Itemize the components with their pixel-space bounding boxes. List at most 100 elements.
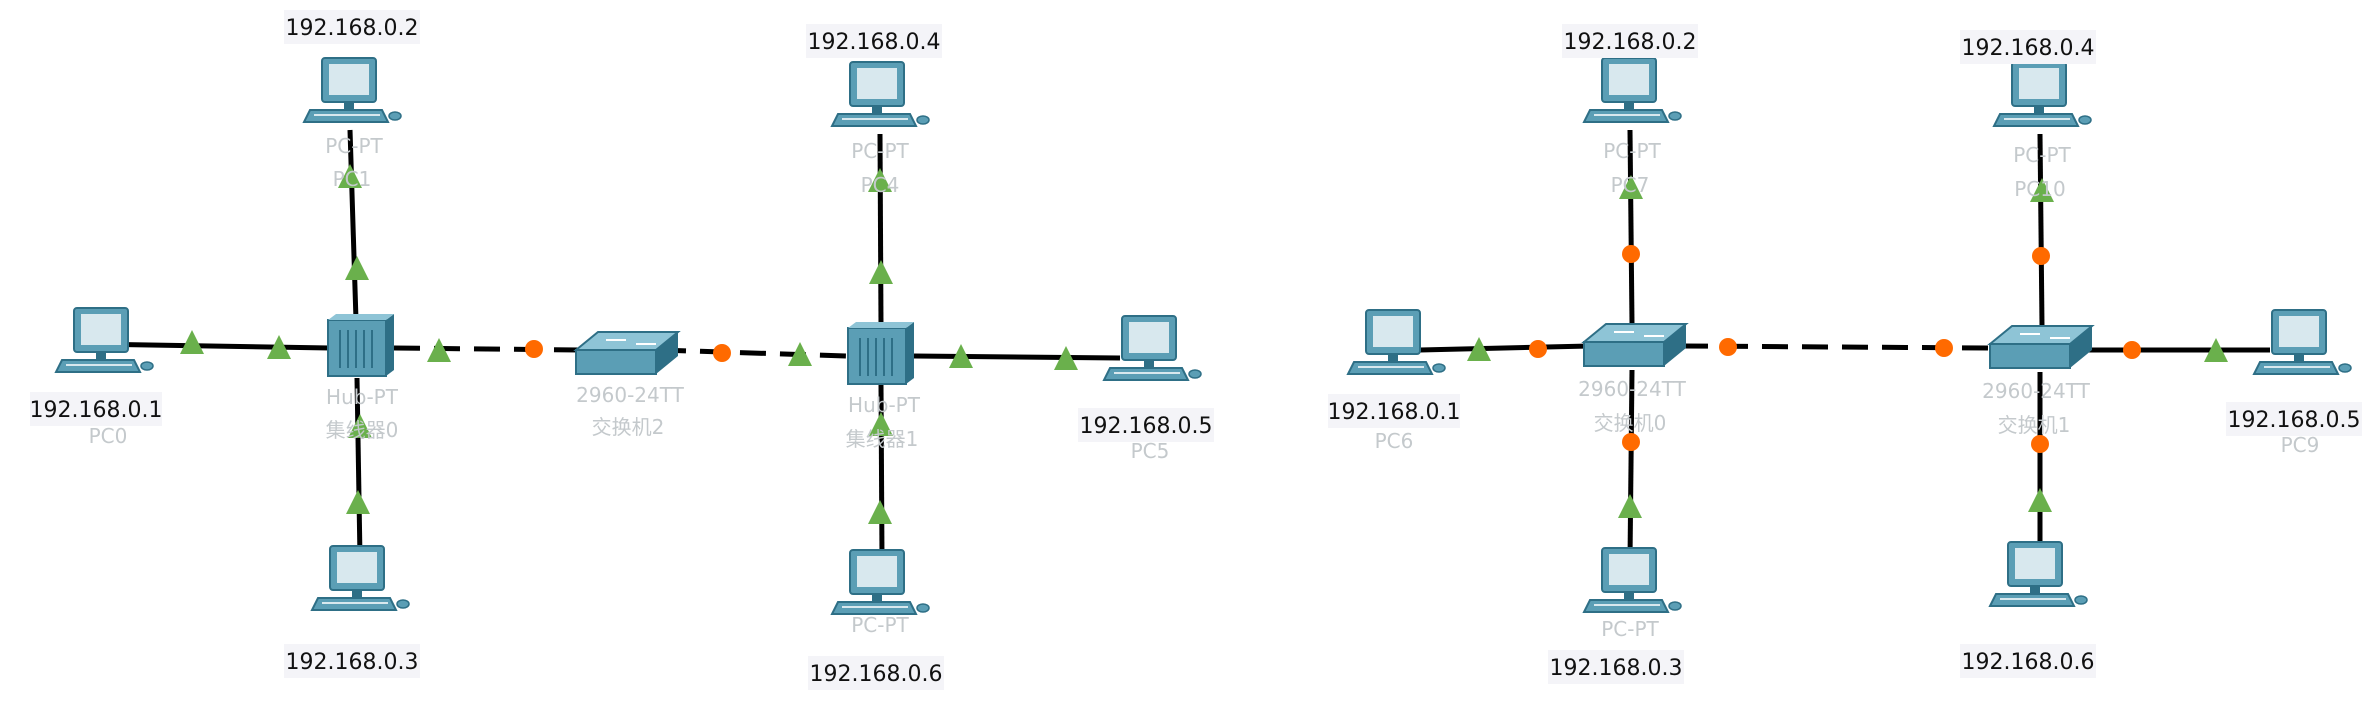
- link-up-indicator: [180, 330, 204, 354]
- right-links: [1419, 129, 2270, 561]
- device-name: PC10: [2014, 177, 2065, 201]
- pc-icon: [55, 307, 154, 373]
- ip-label: 192.168.0.6: [1962, 650, 2095, 675]
- device-name: PC6: [1375, 429, 1414, 453]
- device-model: PC-PT: [851, 139, 909, 163]
- device-model: 2960-24TT: [576, 383, 684, 407]
- link-pc7-switch0: [1627, 129, 1635, 325]
- link-up-indicator: [868, 168, 892, 192]
- pc-device[interactable]: 192.168.0.6 PC-PT: [808, 549, 944, 690]
- device-name: PC9: [2281, 433, 2320, 457]
- link-up-indicator: [345, 256, 369, 280]
- link-pending-indicator: [1935, 339, 1953, 357]
- ip-label: 192.168.0.3: [286, 650, 419, 675]
- pc-device[interactable]: 192.168.0.4 PC-PT PC10: [1960, 30, 2096, 201]
- link-up-indicator: [868, 500, 892, 524]
- link-up-indicator: [427, 338, 451, 362]
- device-model: PC-PT: [2013, 143, 2071, 167]
- pc-icon: [1989, 541, 2088, 607]
- device-model: Hub-PT: [326, 385, 399, 409]
- device-name: PC1: [333, 167, 372, 191]
- pc-icon: [1583, 547, 1682, 613]
- link-up-indicator: [869, 260, 893, 284]
- pc-device[interactable]: 192.168.0.5 PC5: [1078, 315, 1214, 463]
- link-pc1-hub0: [347, 129, 359, 321]
- link-up-indicator: [1618, 494, 1642, 518]
- ip-label: 192.168.0.5: [2228, 408, 2361, 433]
- switch-icon: [1989, 325, 2093, 369]
- device-model: PC-PT: [1601, 617, 1659, 641]
- ip-label: 192.168.0.4: [808, 30, 941, 55]
- link-up-indicator: [869, 412, 893, 436]
- link-up-indicator: [1619, 175, 1643, 199]
- link-up-indicator: [338, 164, 362, 188]
- link-up-indicator: [2028, 488, 2052, 512]
- pc-device[interactable]: 192.168.0.2 PC-PT PC7: [1562, 24, 1698, 197]
- link-pending-indicator: [713, 344, 731, 362]
- ip-label: 192.168.0.4: [1962, 36, 2095, 61]
- hub-icon: [327, 313, 395, 377]
- left-links: [89, 129, 1121, 561]
- link-pending-indicator: [1719, 338, 1737, 356]
- link-pc6-switch0: [1419, 343, 1591, 353]
- pc-device[interactable]: PC-PT 192.168.0.3: [1548, 547, 1684, 684]
- pc-device[interactable]: 192.168.0.2 PC-PT PC1: [284, 10, 420, 191]
- ip-label: 192.168.0.5: [1080, 414, 1213, 439]
- pc-device[interactable]: 192.168.0.6: [1960, 541, 2096, 678]
- device-name: PC4: [861, 173, 900, 197]
- switch-icon: [1583, 323, 1687, 367]
- pc-icon: [2253, 309, 2352, 375]
- link-hub0-pc3: [354, 377, 363, 559]
- link-up-indicator: [949, 344, 973, 368]
- link-hub0-switch2: [393, 345, 581, 353]
- pc-icon: [1347, 309, 1446, 375]
- pc-icon: [303, 57, 402, 123]
- pc-device[interactable]: 192.168.0.5 PC9: [2226, 309, 2362, 457]
- switch-device[interactable]: 2960-24TT 交换机0: [1578, 323, 1687, 435]
- link-up-indicator: [2030, 178, 2054, 202]
- device-name: 交换机1: [1998, 413, 2071, 437]
- link-up-indicator: [788, 342, 812, 366]
- pc-device[interactable]: 192.168.0.1 PC6: [1328, 309, 1461, 453]
- switch-icon: [575, 331, 679, 375]
- link-switch2-hub1: [659, 347, 847, 359]
- link-up-indicator: [2204, 338, 2228, 362]
- left-link-indicators: [180, 164, 1078, 524]
- device-name: PC0: [89, 424, 128, 448]
- pc-icon: [1583, 57, 1682, 123]
- link-up-indicator: [1467, 337, 1491, 361]
- device-model: 2960-24TT: [1578, 377, 1686, 401]
- pc-device[interactable]: 192.168.0.4 PC-PT PC4: [806, 24, 942, 197]
- ip-label: 192.168.0.2: [1564, 30, 1697, 55]
- ip-label: 192.168.0.1: [1328, 400, 1461, 425]
- pc-icon: [311, 545, 410, 611]
- link-pending-indicator: [1529, 340, 1547, 358]
- link-pending-indicator: [2031, 435, 2049, 453]
- pc-device[interactable]: 192.168.0.1 PC0: [30, 307, 163, 448]
- link-pending-indicator: [2123, 341, 2141, 359]
- switch-device[interactable]: 2960-24TT 交换机1: [1982, 325, 2093, 437]
- pc-icon: [831, 61, 930, 127]
- link-pending-indicator: [1622, 433, 1640, 451]
- switch-device[interactable]: 2960-24TT 交换机2: [575, 331, 685, 439]
- pc-icon: [1993, 61, 2092, 127]
- pc-icon: [831, 549, 930, 615]
- link-up-indicator: [348, 414, 372, 438]
- hub-device[interactable]: Hub-PT 集线器1: [846, 321, 921, 451]
- link-pending-indicator: [525, 340, 543, 358]
- link-pending-indicator: [1622, 245, 1640, 263]
- ip-label: 192.168.0.1: [30, 398, 163, 423]
- device-model: PC-PT: [851, 613, 909, 637]
- right-link-indicators: [1467, 175, 2228, 518]
- device-name: 集线器0: [326, 418, 399, 442]
- device-name: PC7: [1611, 173, 1650, 197]
- link-up-indicator: [346, 490, 370, 514]
- link-up-indicator: [1054, 346, 1078, 370]
- link-up-indicator: [267, 335, 291, 359]
- ip-label: 192.168.0.3: [1550, 656, 1683, 681]
- link-pc0-hub0: [89, 341, 331, 351]
- pc-device[interactable]: 192.168.0.3: [284, 545, 420, 678]
- device-model: 2960-24TT: [1982, 379, 2090, 403]
- hub-device[interactable]: Hub-PT 集线器0: [326, 313, 399, 442]
